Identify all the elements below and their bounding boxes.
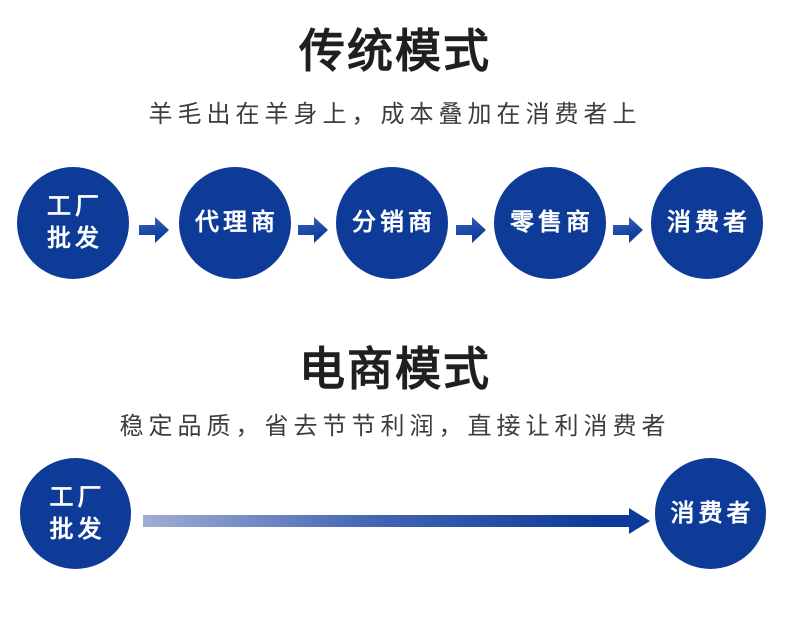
arrow-right-icon [613,217,643,243]
node-label-line: 工厂 [47,193,103,220]
node-label-line: 批发 [47,225,103,252]
node-retailer: 零售商 [494,167,606,279]
node-distributor: 分销商 [336,167,448,279]
node-consumer: 消费者 [651,167,763,279]
node-consumer: 消费者 [655,458,766,569]
node-label-line: 消费者 [670,499,755,527]
arrow-right-icon [298,217,328,243]
node-factory-wholesale: 工厂 批发 [20,458,131,569]
traditional-title: 传统模式 [299,25,491,77]
ecommerce-title: 电商模式 [299,343,491,395]
node-agent: 代理商 [179,167,291,279]
arrow-right-icon [456,217,486,243]
long-arrow-right-icon [143,508,650,534]
node-label-line: 代理商 [195,209,279,236]
node-label-line: 工厂 [49,483,106,511]
node-factory-wholesale: 工厂 批发 [17,167,129,279]
node-label-line: 消费者 [667,209,751,236]
traditional-subtitle: 羊毛出在羊身上，成本叠加在消费者上 [148,101,642,128]
node-label-line: 批发 [49,515,106,543]
node-label-line: 零售商 [510,209,594,236]
node-label-line: 分销商 [352,209,436,236]
ecommerce-subtitle: 稳定品质，省去节节利润，直接让利消费者 [119,413,671,440]
arrow-right-icon [139,217,169,243]
